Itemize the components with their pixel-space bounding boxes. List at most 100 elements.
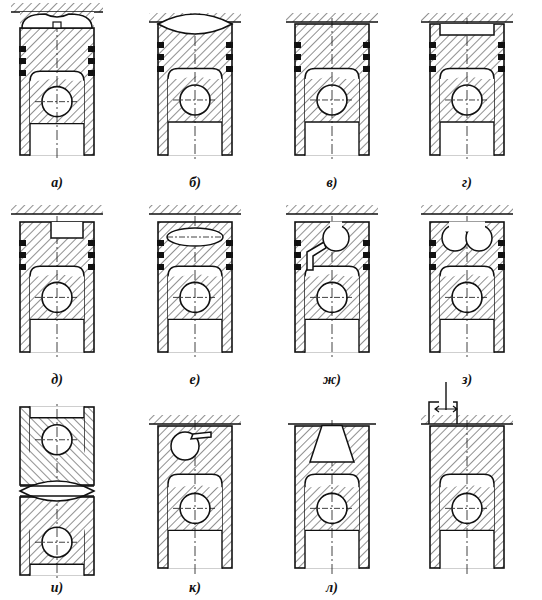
boss-edge xyxy=(30,123,84,124)
ring-groove xyxy=(19,240,26,246)
lens-chamber xyxy=(20,481,94,501)
tangential-throat xyxy=(191,432,211,439)
boss-wall-gap xyxy=(312,121,314,122)
ring-groove xyxy=(294,54,301,60)
ring-groove xyxy=(19,46,26,52)
pin-axis xyxy=(445,99,489,100)
prechamber xyxy=(429,402,457,424)
pin-axis xyxy=(310,297,354,298)
ring-groove xyxy=(88,70,95,76)
figure-label: е) xyxy=(175,372,215,388)
valve-arrow xyxy=(435,406,457,412)
offset-bowl xyxy=(51,222,83,238)
cylinder-head xyxy=(149,205,241,214)
ring-groove xyxy=(157,240,164,246)
cone-chamber xyxy=(310,426,354,463)
ring-groove xyxy=(157,264,164,270)
boss-wall-gap xyxy=(37,123,39,124)
ring-groove xyxy=(363,264,370,270)
center-line xyxy=(57,22,58,161)
ring-groove xyxy=(226,264,233,270)
mouth-edge xyxy=(449,223,485,224)
head-face xyxy=(11,213,103,215)
figure-label: л) xyxy=(312,580,352,596)
figure-label: д) xyxy=(37,372,77,388)
piston-e xyxy=(149,205,241,358)
head-face xyxy=(286,213,378,215)
ring-groove xyxy=(19,70,26,76)
head-face xyxy=(421,213,513,215)
center-line xyxy=(467,420,468,574)
ring-groove xyxy=(226,66,233,72)
crown-face xyxy=(20,495,94,497)
pin-axis xyxy=(35,297,79,298)
ring-groove xyxy=(363,66,370,72)
injector-tab xyxy=(53,22,61,28)
crown-face xyxy=(20,485,94,487)
boss-wall-gap xyxy=(175,319,177,320)
boss-wall-gap xyxy=(312,319,314,320)
ring-groove xyxy=(429,252,436,258)
pin-axis xyxy=(35,439,79,440)
valve-stem xyxy=(445,382,446,410)
figure-label: и) xyxy=(37,580,77,596)
pin-axis xyxy=(445,508,489,509)
ring-groove xyxy=(498,66,505,72)
ring-groove xyxy=(363,54,370,60)
pin-axis xyxy=(310,508,354,509)
center-line xyxy=(57,491,58,581)
ring-groove xyxy=(294,42,301,48)
piston-l xyxy=(288,420,376,574)
ring-groove xyxy=(363,240,370,246)
ring-groove xyxy=(226,54,233,60)
pin-axis xyxy=(445,297,489,298)
shallow-recess xyxy=(440,24,494,35)
ring-groove xyxy=(157,66,164,72)
boss-wall-gap xyxy=(37,417,39,418)
ring-groove xyxy=(498,264,505,270)
ring-groove xyxy=(294,264,301,270)
pin-axis xyxy=(35,542,79,543)
center-line xyxy=(467,18,468,161)
boss-wall-gap xyxy=(447,319,449,320)
ring-groove xyxy=(429,54,436,60)
ring-groove xyxy=(19,252,26,258)
boss-wall-gap xyxy=(175,121,177,122)
pin-axis xyxy=(173,99,217,100)
enclosed-chamber xyxy=(167,228,223,246)
center-line xyxy=(57,401,58,491)
ring-groove xyxy=(363,252,370,258)
ring-groove xyxy=(19,264,26,270)
ring-groove xyxy=(429,66,436,72)
ring-groove xyxy=(19,58,26,64)
cylinder-head xyxy=(11,205,103,214)
ring-groove xyxy=(498,54,505,60)
figure-label: в) xyxy=(312,175,352,191)
ring-groove xyxy=(226,240,233,246)
ring-groove xyxy=(294,252,301,258)
ring-groove xyxy=(294,66,301,72)
figure-label: к) xyxy=(175,580,215,596)
figure-label: б) xyxy=(175,175,215,191)
lens-chamber xyxy=(158,14,232,34)
ring-groove xyxy=(429,240,436,246)
ring-groove xyxy=(157,42,164,48)
ring-groove xyxy=(88,264,95,270)
side-channel xyxy=(307,242,326,270)
boss-wall-gap xyxy=(312,530,314,531)
piston-m xyxy=(421,382,513,574)
pin-axis xyxy=(173,297,217,298)
figure-label: ж) xyxy=(312,372,352,388)
ring-groove xyxy=(88,58,95,64)
ring-groove xyxy=(157,54,164,60)
ring-groove xyxy=(88,46,95,52)
center-line xyxy=(195,18,196,161)
pin-axis xyxy=(310,99,354,100)
twin-mouth xyxy=(449,222,485,232)
head-face xyxy=(149,213,241,215)
head-insert xyxy=(20,12,94,28)
center-line xyxy=(332,18,333,161)
